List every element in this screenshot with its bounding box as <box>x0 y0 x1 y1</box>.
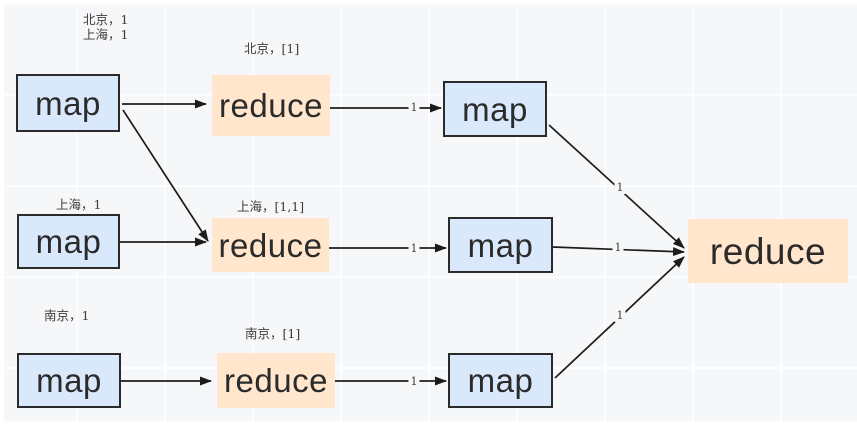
annotation-map1-input-line2: 上海，1 <box>83 27 129 42</box>
annotation-map3-input: 南京，1 <box>44 308 90 323</box>
node-map-right-2: map <box>448 217 553 273</box>
edge-label-reduce1-to-mapr1: 1 <box>408 101 420 114</box>
node-map-right-3: map <box>448 353 553 408</box>
annotation-map1-input-line1: 北京，1 <box>83 12 129 27</box>
node-map-left-2: map <box>17 214 120 269</box>
canvas-margin-left <box>0 0 4 421</box>
annotation-map1-input: 北京，1 上海，1 <box>83 12 128 42</box>
canvas-margin-top <box>0 0 857 3</box>
node-map-left-3: map <box>17 353 121 408</box>
node-reduce-mid-3: reduce <box>217 353 335 408</box>
edge-label-mapr3-to-final: 1 <box>614 309 626 322</box>
node-map-right-1: map <box>443 81 547 137</box>
node-reduce-mid-2: reduce <box>212 218 329 272</box>
annotation-map2-input: 上海，1 <box>56 197 102 212</box>
annotation-reduce1-input: 北京，[1] <box>244 41 300 56</box>
edge-label-mapr1-to-final: 1 <box>614 181 626 194</box>
edge-label-mapr2-to-final: 1 <box>612 241 624 254</box>
edge-label-reduce2-to-mapr2: 1 <box>408 242 420 255</box>
annotation-reduce2-input: 上海，[1,1] <box>237 199 305 214</box>
annotation-reduce3-input: 南京，[1] <box>245 326 301 341</box>
node-reduce-final: reduce <box>688 219 848 283</box>
edge-map1-to-reduce2 <box>122 109 209 242</box>
node-reduce-mid-1: reduce <box>212 75 330 136</box>
node-map-left-1: map <box>16 74 120 132</box>
canvas-margin-bottom <box>0 421 857 429</box>
edge-label-reduce3-to-mapr3: 1 <box>408 375 420 388</box>
